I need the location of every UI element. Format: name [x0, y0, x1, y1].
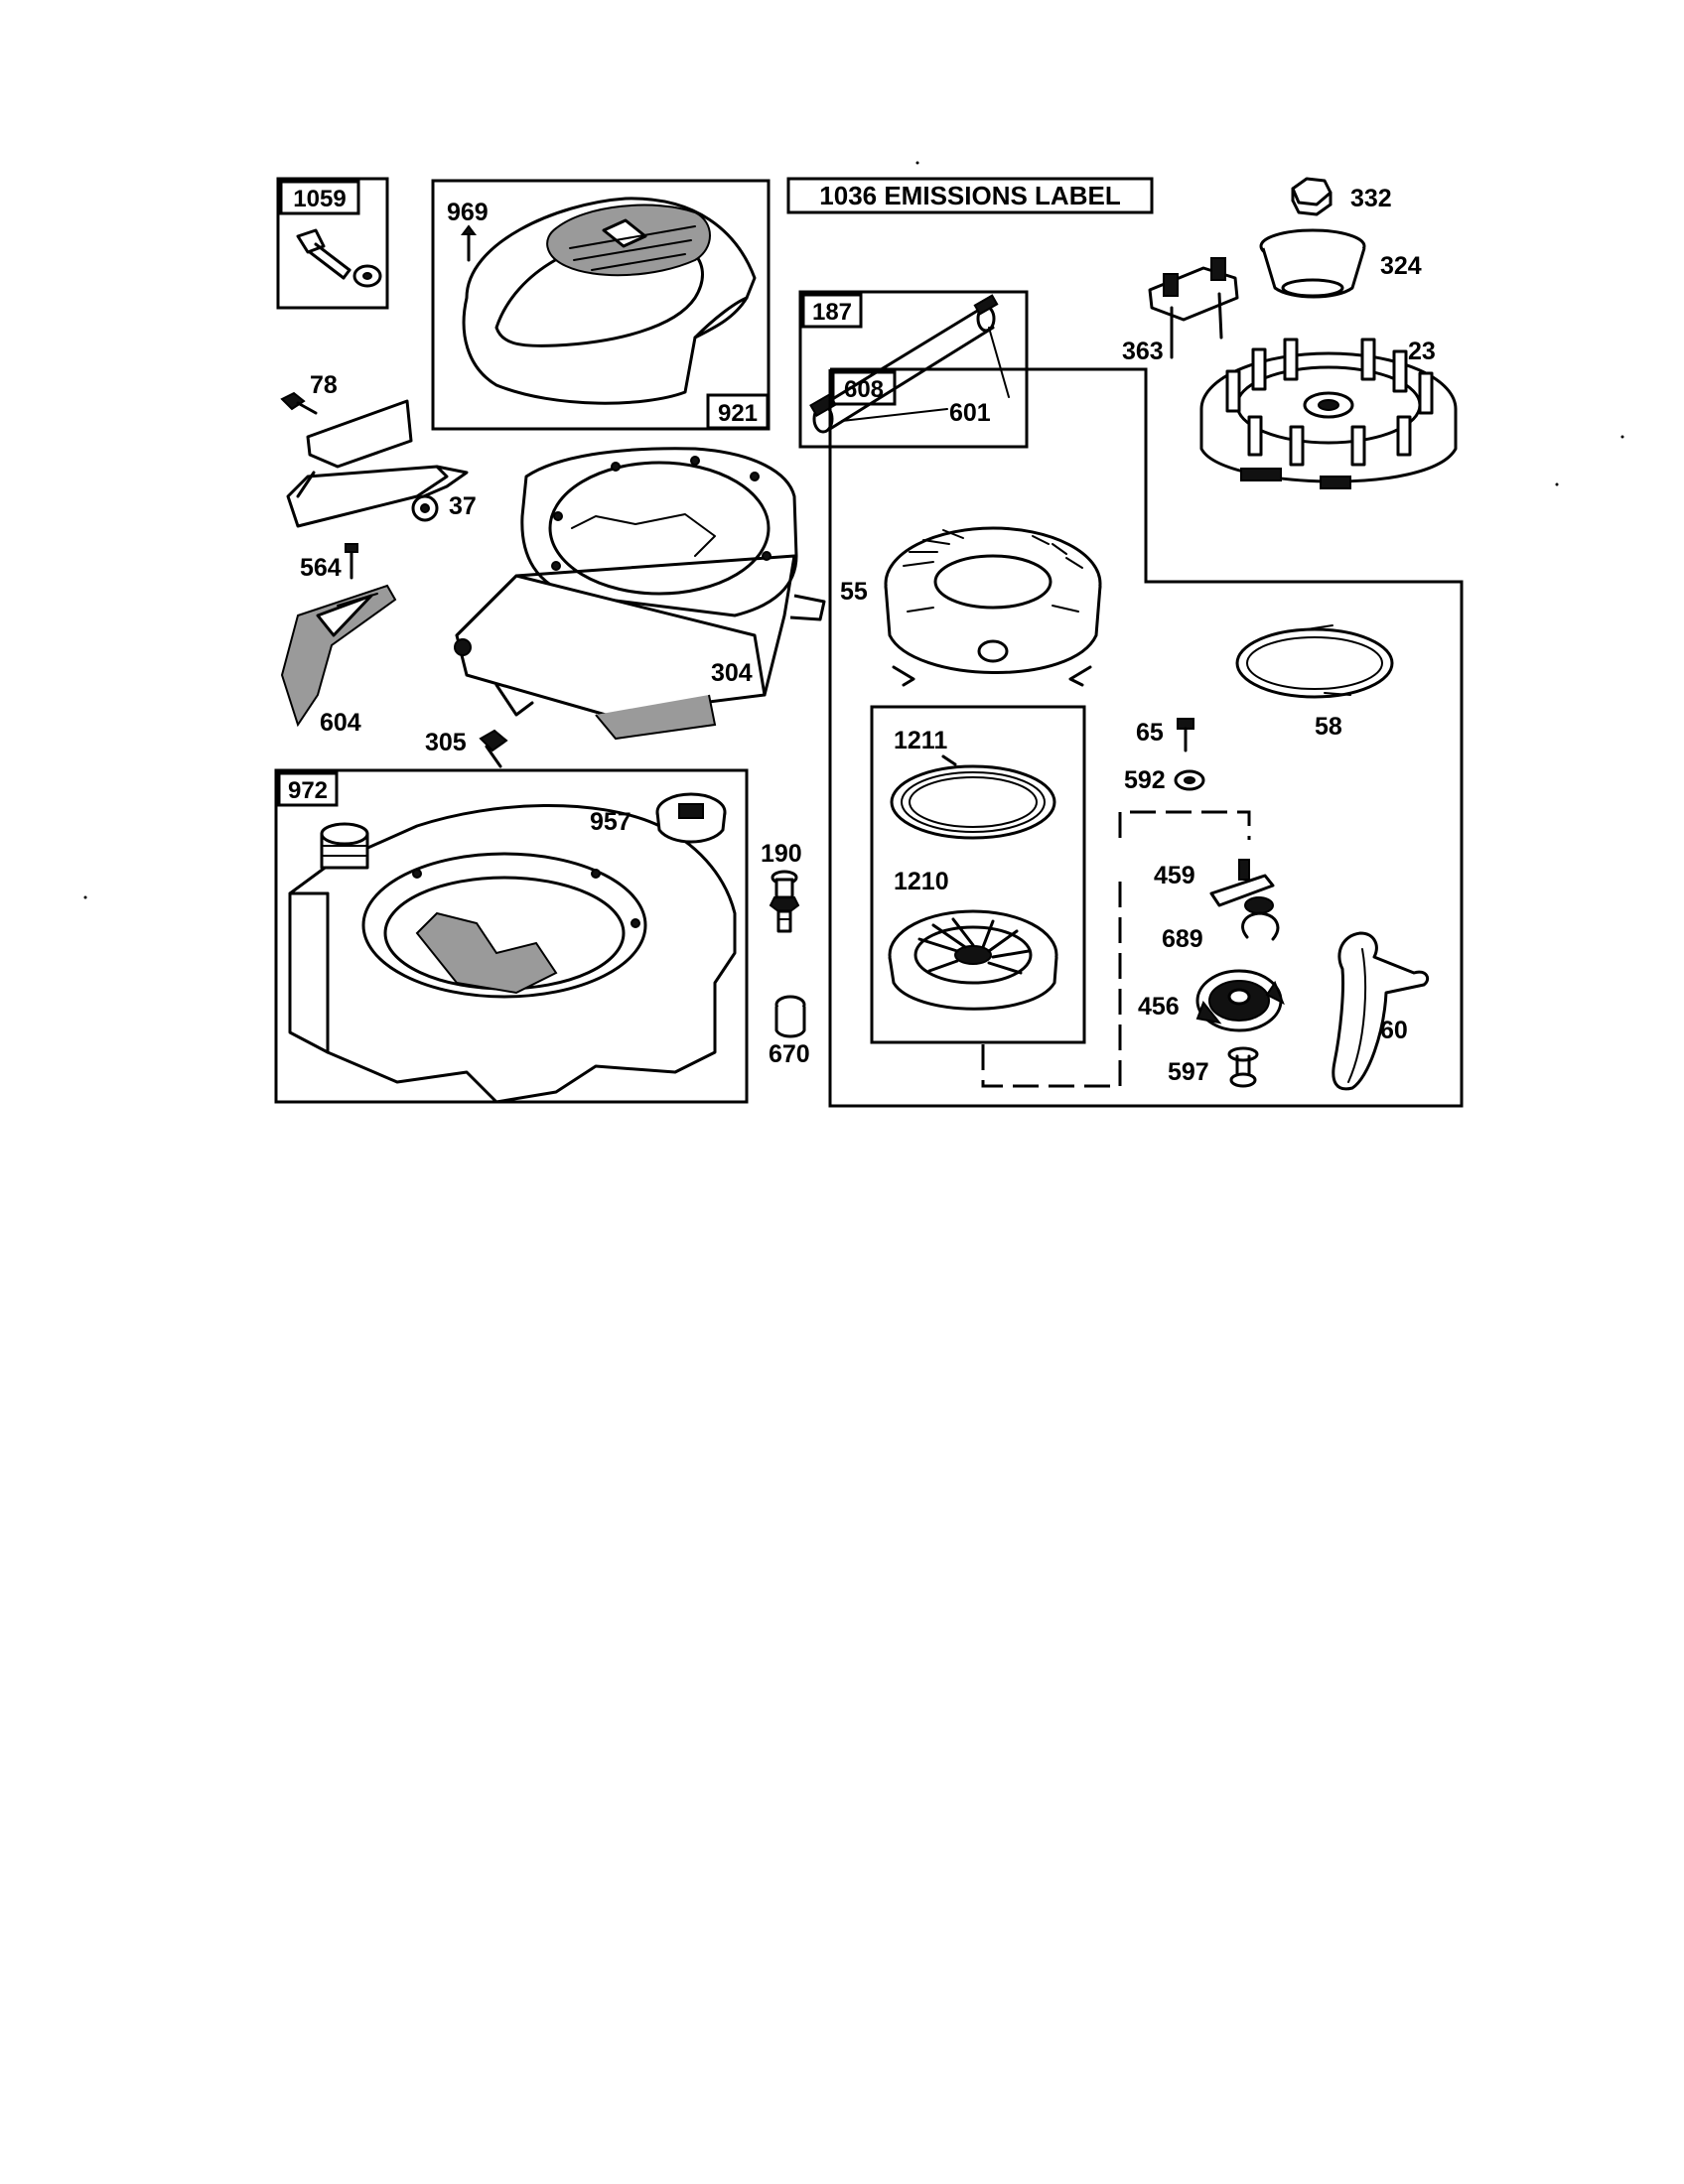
label-670: 670	[769, 1040, 810, 1068]
connector-dashed-top	[1118, 810, 1251, 840]
label-363: 363	[1122, 338, 1164, 365]
flywheel-group: 332 324 363	[1122, 177, 1458, 489]
box-921: 921 969	[431, 179, 771, 431]
label-969: 969	[447, 199, 489, 226]
screw-564-drawing	[345, 543, 358, 580]
tube-187-drawing	[809, 294, 999, 434]
label-332: 332	[1350, 185, 1392, 212]
screw-65-drawing	[1177, 718, 1194, 752]
box-972-number: 972	[288, 777, 328, 804]
bracket-363-drawing	[1148, 257, 1239, 359]
flywheel-23-drawing	[1199, 338, 1458, 489]
nut-592-drawing	[1174, 769, 1205, 791]
screw-78-drawing	[280, 391, 318, 415]
emissions-label-box: 1036 EMISSIONS LABEL	[786, 177, 1154, 214]
bolt-1059-drawing	[296, 228, 382, 288]
speck	[915, 161, 919, 165]
label-55: 55	[840, 578, 868, 606]
label-190: 190	[761, 840, 802, 868]
label-305: 305	[425, 729, 467, 756]
connector-dashed-bottom	[981, 874, 1122, 1088]
label-37: 37	[449, 492, 477, 520]
label-324: 324	[1380, 252, 1422, 280]
box-608: 608 55 58 65	[828, 367, 1464, 1108]
blower-housing-304	[454, 447, 826, 741]
box-187: 187 601	[798, 290, 1029, 449]
retainer-456-drawing	[1195, 969, 1285, 1032]
speck	[1555, 482, 1559, 486]
pawl-459-drawing	[1209, 859, 1275, 914]
rope-58-drawing	[1235, 624, 1394, 699]
label-65: 65	[1136, 719, 1164, 747]
pulley-1210-drawing	[888, 909, 1058, 1011]
clip-689-drawing	[1241, 911, 1280, 941]
box-187-number: 187	[812, 299, 852, 326]
label-60: 60	[1380, 1017, 1408, 1044]
label-304: 304	[711, 659, 753, 687]
label-23: 23	[1408, 338, 1436, 365]
label-601: 601	[949, 399, 991, 427]
label-689: 689	[1162, 925, 1203, 953]
label-1210: 1210	[894, 868, 949, 895]
left-mid-parts: 78 37 564 604	[280, 371, 477, 737]
label-604: 604	[320, 709, 361, 737]
box-972: 972 957	[274, 768, 749, 1104]
screw-305-drawing	[479, 729, 508, 768]
label-456: 456	[1138, 993, 1180, 1021]
cap-957-drawing	[655, 792, 727, 844]
cover-921-drawing	[462, 197, 757, 405]
handle-60-drawing	[1332, 931, 1430, 1091]
sleeve-670-drawing	[774, 995, 806, 1038]
screw-597-drawing	[1227, 1046, 1259, 1088]
cup-324-drawing	[1259, 228, 1366, 299]
guide-604-drawing	[280, 584, 397, 728]
box-921-number: 921	[718, 400, 758, 427]
housing-972-drawing	[288, 804, 737, 1104]
label-1211: 1211	[894, 727, 947, 754]
speck	[1620, 435, 1624, 439]
inner-box-pulley	[870, 705, 1086, 1044]
starter-housing-55-drawing	[884, 526, 1102, 687]
label-459: 459	[1154, 862, 1195, 889]
nut-332-drawing	[1291, 177, 1333, 216]
screw-969-drawing	[461, 224, 477, 262]
label-78: 78	[310, 371, 338, 399]
label-957: 957	[590, 808, 632, 836]
label-597: 597	[1168, 1058, 1209, 1086]
emissions-label-text: 1036 EMISSIONS LABEL	[819, 181, 1121, 210]
label-564: 564	[300, 554, 342, 582]
box-1059-number: 1059	[293, 186, 346, 212]
box-608-number: 608	[844, 376, 884, 403]
baffle-37-drawing	[286, 399, 469, 528]
spring-1211-drawing	[890, 754, 1056, 840]
speck	[83, 895, 87, 899]
fitting-190-drawing	[769, 870, 800, 933]
label-592: 592	[1124, 766, 1166, 794]
box-1059: 1059	[276, 177, 389, 310]
label-58: 58	[1315, 713, 1342, 741]
